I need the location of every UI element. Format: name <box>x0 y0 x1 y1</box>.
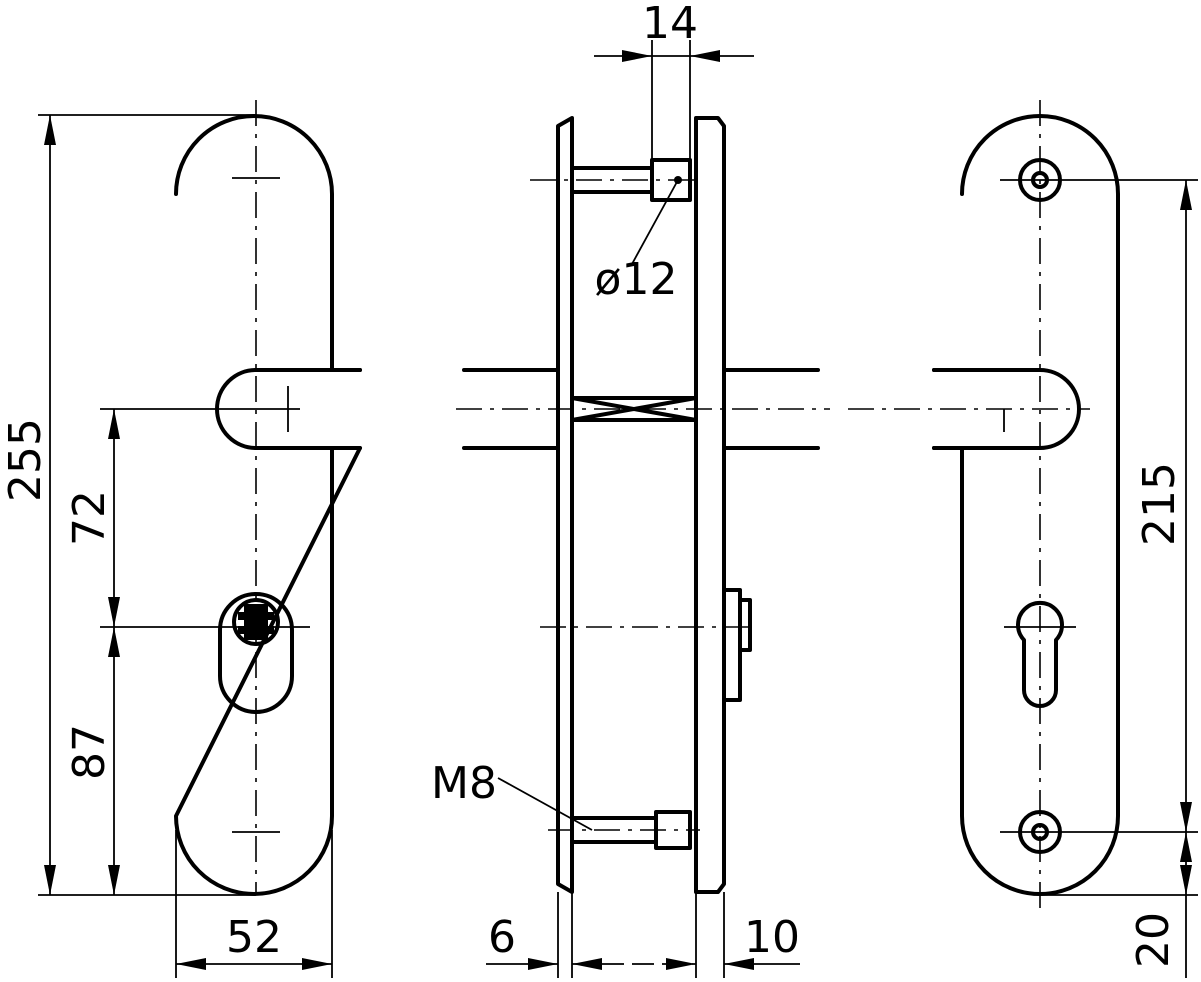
cylinder-escutcheon <box>218 592 294 714</box>
lock-cam <box>722 588 752 702</box>
dim-back-plate-thickness: 10 <box>744 912 800 963</box>
dim-pin-diameter: ø12 <box>595 254 678 305</box>
dim-handle-to-cylinder: 72 <box>64 490 115 546</box>
dim-total-height: 255 <box>0 418 51 502</box>
front-view <box>100 100 362 896</box>
back-plate-outline <box>932 114 1120 896</box>
front-dimensions <box>38 114 333 978</box>
square-spindle <box>570 396 698 422</box>
bottom-screw <box>570 810 692 850</box>
dim-plate-width: 52 <box>226 912 282 963</box>
keyhole-cutout <box>1016 600 1064 708</box>
front-plate-outline <box>174 114 362 896</box>
dim-screw-thread: M8 <box>431 758 497 809</box>
dim-screw-spacing: 215 <box>1134 462 1185 546</box>
side-dimensions <box>486 40 800 978</box>
dim-front-plate-thickness: 6 <box>488 912 516 963</box>
dim-spindle-square: 14 <box>642 0 698 49</box>
front-plate-side <box>556 116 574 894</box>
back-plate-side <box>694 116 726 894</box>
side-view <box>456 116 830 894</box>
back-view <box>848 100 1198 910</box>
top-pin <box>570 158 692 202</box>
handle-spindle-left <box>462 368 560 450</box>
dim-bottom-screw-offset: 20 <box>1128 912 1179 968</box>
dim-cylinder-to-bottom: 87 <box>64 724 115 780</box>
handle-spindle-right <box>722 368 820 450</box>
back-dimensions <box>1180 180 1192 978</box>
